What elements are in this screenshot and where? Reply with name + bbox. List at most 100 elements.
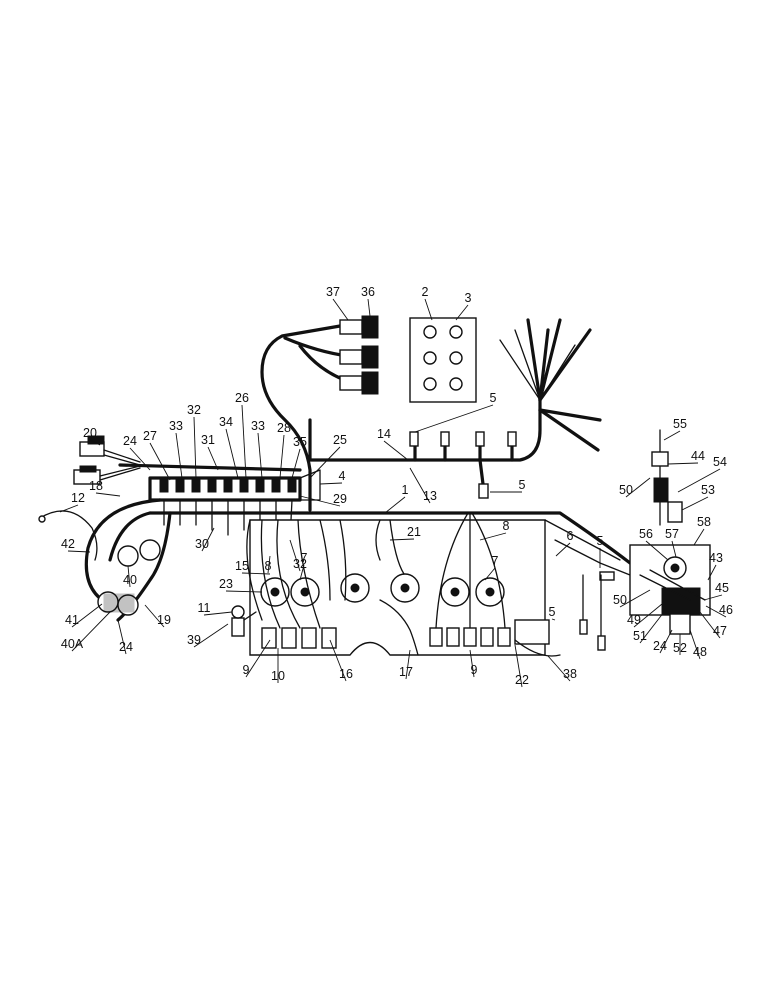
plug-connectors bbox=[339, 315, 379, 395]
callout-27: 27 bbox=[143, 429, 157, 443]
callout-leader-45 bbox=[703, 594, 723, 601]
callout-leader-38 bbox=[547, 655, 571, 682]
callout-22: 22 bbox=[515, 673, 529, 687]
callout-14: 14 bbox=[377, 427, 391, 441]
callout-leader-5d bbox=[551, 618, 556, 621]
callout-leader-29 bbox=[299, 495, 341, 507]
callout-8a: 8 bbox=[265, 559, 272, 573]
callout-24b: 24 bbox=[119, 640, 133, 654]
callout-leader-12 bbox=[59, 504, 79, 513]
callout-7a: 7 bbox=[301, 551, 308, 565]
callout-5a: 5 bbox=[490, 391, 497, 405]
callout-leader-57 bbox=[671, 540, 677, 558]
callout-13: 13 bbox=[423, 489, 437, 503]
callout-44: 44 bbox=[691, 449, 705, 463]
callout-leader-5a bbox=[414, 404, 494, 433]
callout-leader-14 bbox=[383, 440, 409, 461]
callout-leader-22 bbox=[514, 644, 523, 688]
callout-leader-53 bbox=[681, 496, 709, 511]
callout-37: 37 bbox=[326, 285, 340, 299]
callout-leader-27 bbox=[149, 442, 171, 481]
callout-leader-21 bbox=[389, 538, 415, 541]
callout-leader-40 bbox=[127, 565, 131, 588]
callout-leader-54 bbox=[677, 468, 721, 493]
callout-5b: 5 bbox=[519, 478, 526, 492]
callout-leader-50a bbox=[625, 477, 651, 498]
callout-55: 55 bbox=[673, 417, 687, 431]
callout-leader-55 bbox=[663, 430, 681, 441]
callout-3: 3 bbox=[465, 291, 472, 305]
callout-leader-34 bbox=[225, 428, 239, 479]
callout-17: 17 bbox=[399, 665, 413, 679]
callout-leader-7b bbox=[484, 567, 496, 581]
callout-50a: 50 bbox=[619, 483, 633, 497]
callout-15: 15 bbox=[235, 559, 249, 573]
callout-leader-33a bbox=[175, 432, 183, 479]
callout-leader-16 bbox=[329, 639, 347, 682]
callout-leader-51 bbox=[639, 611, 665, 644]
callout-5d: 5 bbox=[549, 605, 556, 619]
callout-leader-3 bbox=[455, 304, 469, 321]
callout-9a: 9 bbox=[243, 663, 250, 677]
callout-40A: 40A bbox=[61, 637, 84, 651]
panel-wiring bbox=[246, 512, 561, 657]
callout-leader-9b bbox=[469, 649, 475, 678]
callout-6: 6 bbox=[567, 529, 574, 543]
callout-leader-44 bbox=[667, 462, 699, 465]
callout-7b: 7 bbox=[492, 554, 499, 568]
callout-35: 35 bbox=[293, 435, 307, 449]
callout-leader-19 bbox=[144, 604, 165, 628]
callout-24c: 24 bbox=[653, 639, 667, 653]
left-switches bbox=[97, 539, 161, 616]
upper-harness bbox=[260, 318, 602, 512]
callout-leader-8a bbox=[267, 555, 271, 574]
callout-leader-20 bbox=[89, 439, 101, 446]
wire-terminals bbox=[409, 431, 615, 651]
callout-leader-26 bbox=[241, 404, 247, 479]
callout-leader-32b bbox=[289, 539, 301, 572]
callout-49: 49 bbox=[627, 613, 641, 627]
callout-leader-41 bbox=[71, 603, 103, 628]
callout-31: 31 bbox=[201, 433, 215, 447]
gauges bbox=[260, 573, 505, 607]
callout-leader-35 bbox=[291, 448, 301, 479]
left-multi-connector bbox=[73, 435, 141, 485]
callout-leader-18 bbox=[95, 492, 121, 497]
callout-42: 42 bbox=[61, 537, 75, 551]
callout-leader-1 bbox=[384, 496, 406, 514]
callout-leader-50b bbox=[619, 589, 651, 608]
callout-2: 2 bbox=[422, 285, 429, 299]
callout-16: 16 bbox=[339, 667, 353, 681]
callout-34: 34 bbox=[219, 415, 233, 429]
callout-8b: 8 bbox=[503, 519, 510, 533]
callout-leader-33b bbox=[257, 432, 263, 479]
callout-29: 29 bbox=[333, 492, 347, 506]
callout-10: 10 bbox=[271, 669, 285, 683]
callout-leader-58 bbox=[693, 528, 705, 546]
callout-leader-24a bbox=[129, 447, 151, 471]
socket-plate bbox=[409, 317, 477, 403]
callout-leader-24c bbox=[659, 629, 673, 654]
callout-40: 40 bbox=[123, 573, 137, 587]
callout-leader-24b bbox=[117, 619, 127, 655]
callout-leader-23 bbox=[225, 590, 263, 593]
callout-leader-39 bbox=[193, 623, 229, 648]
callout-25: 25 bbox=[333, 433, 347, 447]
callout-leader-25 bbox=[309, 446, 341, 479]
callout-leader-56 bbox=[645, 540, 669, 561]
right-assembly bbox=[629, 544, 711, 635]
callout-51: 51 bbox=[633, 629, 647, 643]
callout-leader-49 bbox=[633, 603, 663, 628]
callout-38: 38 bbox=[563, 667, 577, 681]
callout-32a: 32 bbox=[187, 403, 201, 417]
left-harness-loop bbox=[38, 498, 172, 622]
callout-19: 19 bbox=[157, 613, 171, 627]
callout-leader-46 bbox=[705, 605, 727, 618]
callout-30: 30 bbox=[195, 537, 209, 551]
callout-43: 43 bbox=[709, 551, 723, 565]
callout-1: 1 bbox=[402, 483, 409, 497]
callout-39: 39 bbox=[187, 633, 201, 647]
callout-leader-4 bbox=[319, 482, 343, 485]
callout-52: 52 bbox=[673, 641, 687, 655]
